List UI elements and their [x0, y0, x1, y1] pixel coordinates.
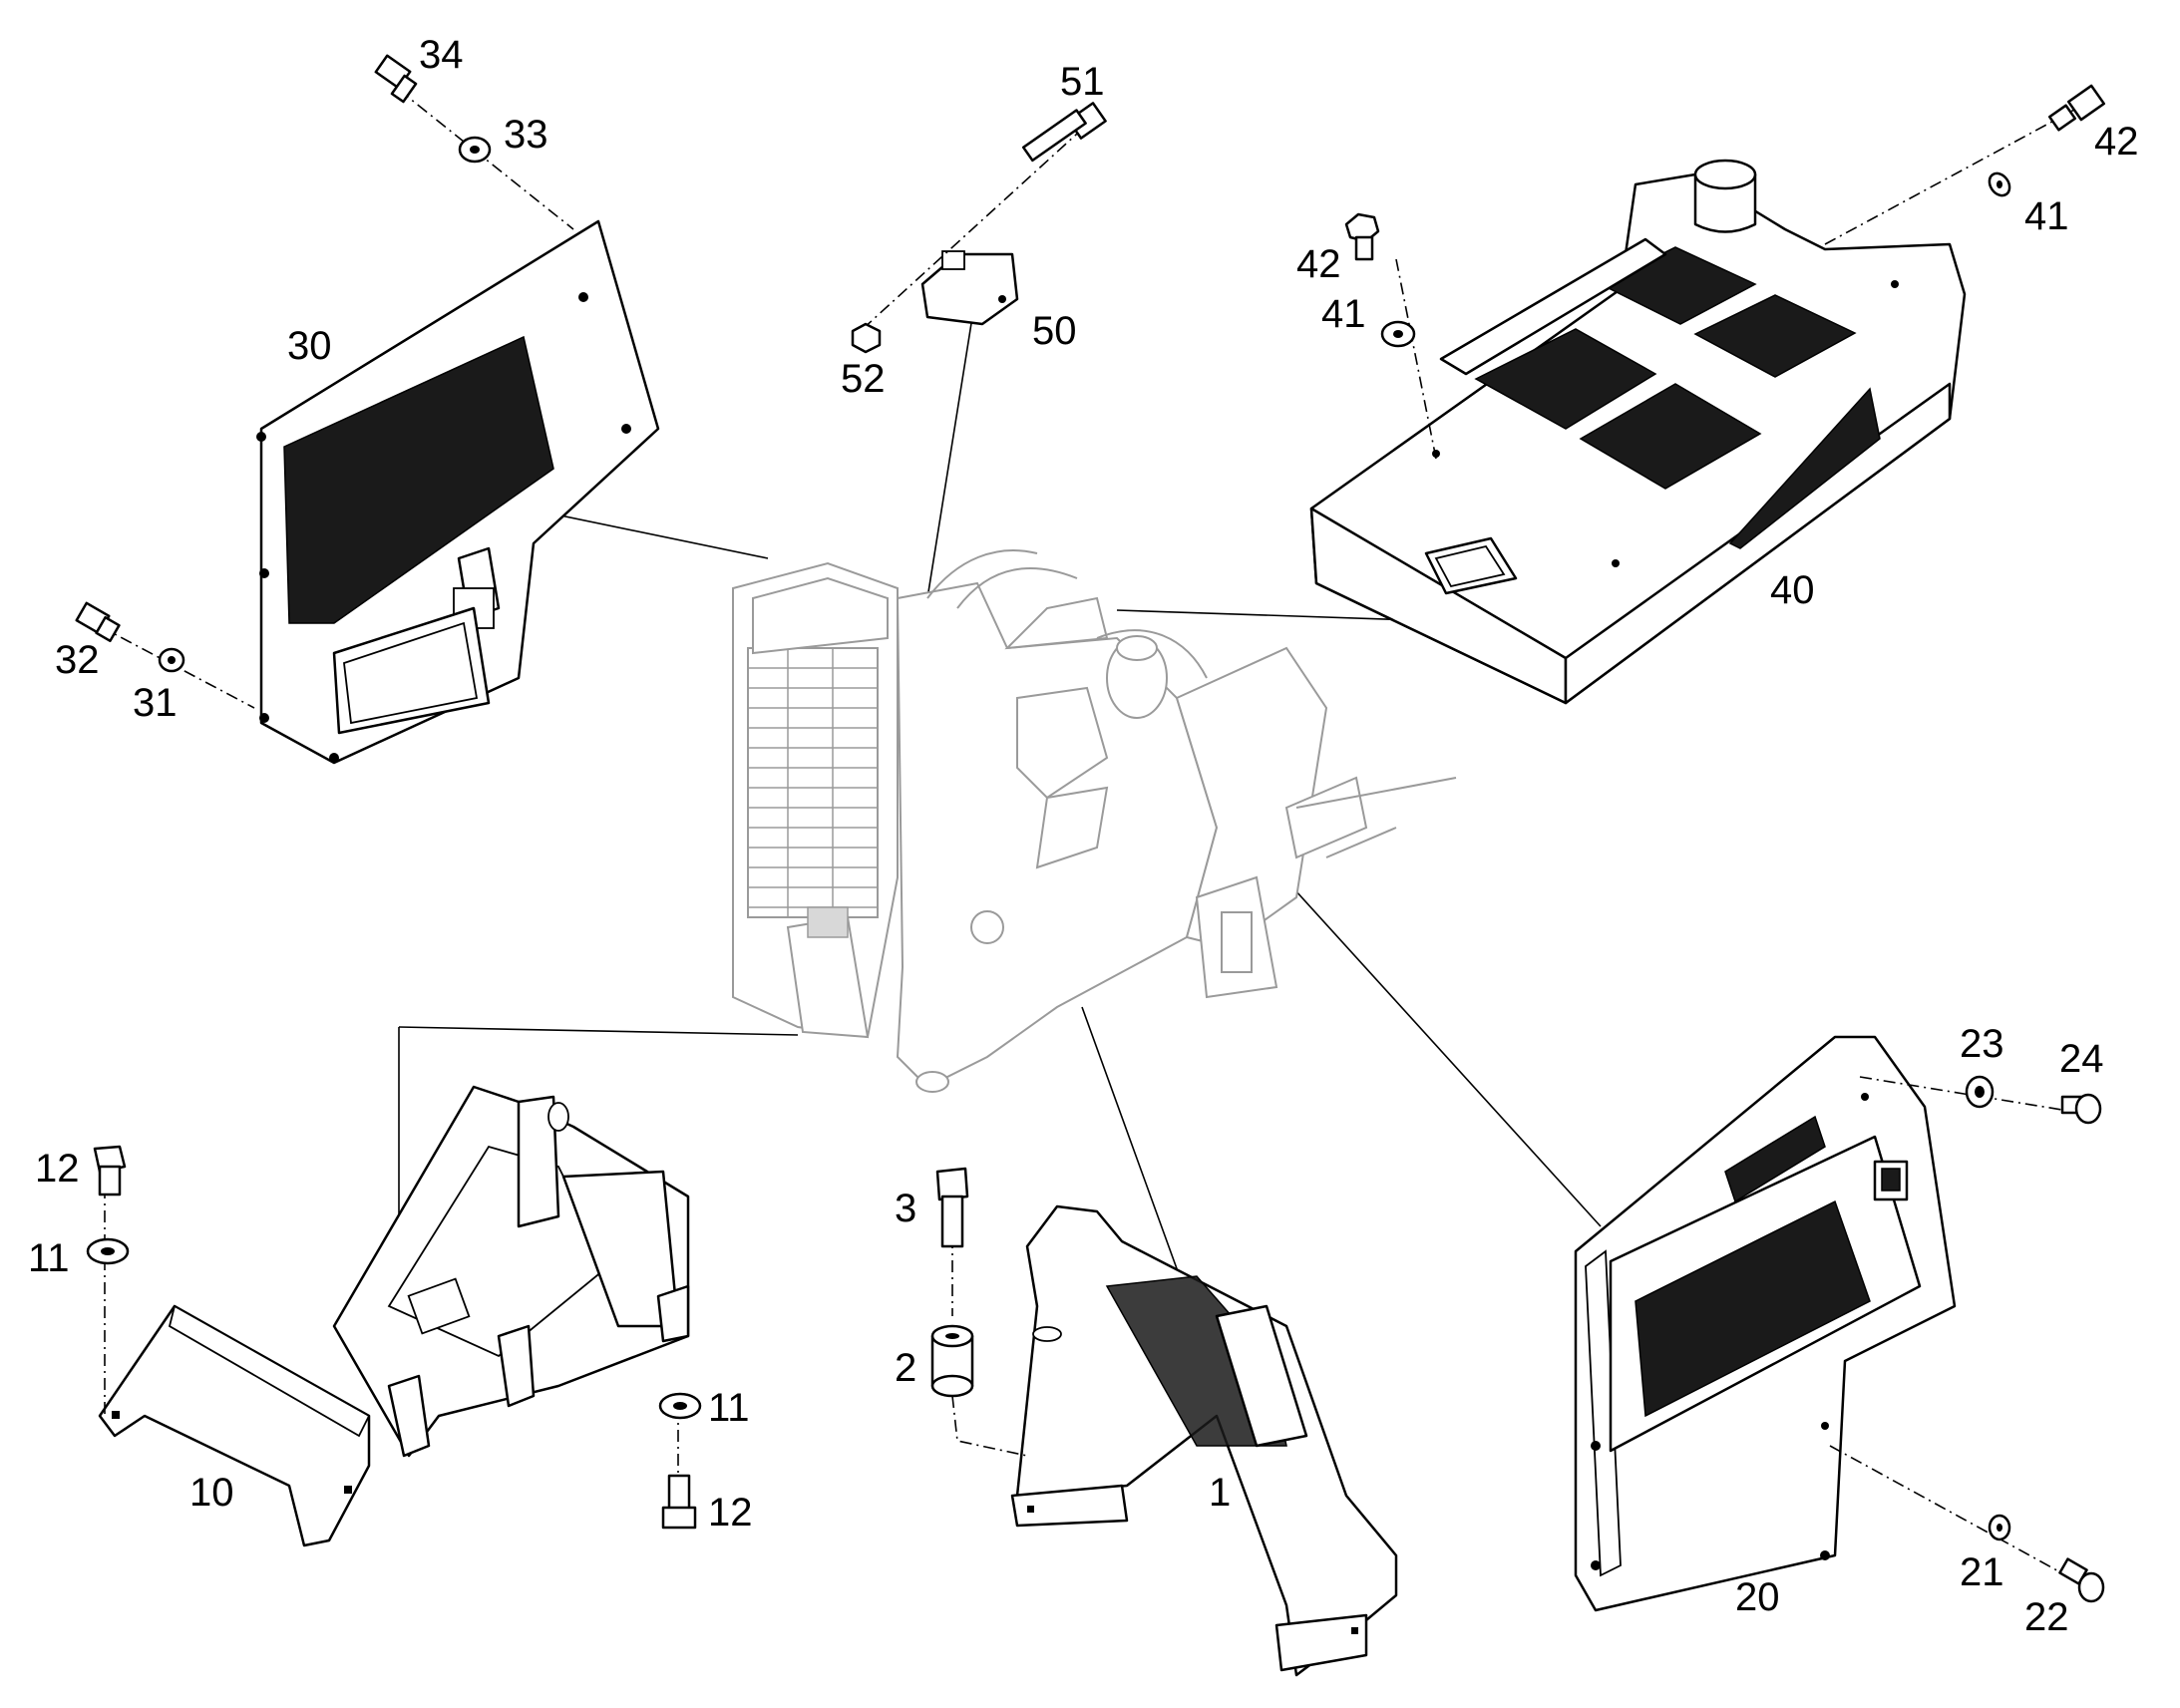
- callout-3: 3: [895, 1187, 916, 1230]
- callout-11-left: 11: [28, 1236, 70, 1280]
- nut-52-icon: [851, 322, 882, 354]
- callout-11-right: 11: [708, 1386, 750, 1430]
- washer-11-right-icon: [658, 1392, 702, 1420]
- callout-42-right: 42: [2094, 120, 2139, 164]
- washer-11-left-icon: [86, 1237, 130, 1265]
- bolt-34-icon: [374, 54, 418, 104]
- machine-frame-assembly: [732, 549, 1457, 1093]
- hardware: [75, 54, 2106, 1603]
- callout-12-top: 12: [35, 1147, 80, 1191]
- callout-33: 33: [504, 113, 548, 157]
- washer-21-icon: [1988, 1514, 2011, 1541]
- callout-23: 23: [1960, 1022, 2004, 1066]
- part-1-support-mount: [1010, 1204, 1398, 1677]
- callout-32: 32: [55, 638, 100, 682]
- callout-21: 21: [1960, 1550, 2004, 1594]
- bolt-3-icon: [935, 1167, 969, 1248]
- bolt-12-top-icon: [93, 1145, 127, 1196]
- callout-20: 20: [1735, 1575, 1780, 1619]
- part-30-left-side-panel: [256, 219, 660, 765]
- callout-42-left: 42: [1296, 242, 1341, 286]
- washer-23-icon: [1965, 1075, 1995, 1109]
- bolt-42-left-icon: [1344, 212, 1380, 261]
- part-40-top-hood-cover: [1309, 159, 1967, 705]
- callout-52: 52: [841, 357, 886, 401]
- callout-34: 34: [419, 33, 464, 77]
- callout-12-bottom: 12: [708, 1491, 753, 1535]
- washer-31-icon: [158, 647, 185, 673]
- bolt-22-icon: [2058, 1557, 2105, 1603]
- part-10-base-frame: [98, 1085, 690, 1547]
- callout-1: 1: [1209, 1471, 1231, 1515]
- bolt-24-icon: [2060, 1093, 2102, 1125]
- callout-41-right: 41: [2024, 194, 2069, 238]
- callout-24: 24: [2059, 1037, 2104, 1081]
- callout-41-left: 41: [1321, 292, 1366, 336]
- callout-51: 51: [1060, 60, 1105, 104]
- spacer-2-icon: [930, 1324, 974, 1398]
- callout-40: 40: [1770, 568, 1815, 612]
- callout-30: 30: [287, 324, 332, 368]
- part-20-right-side-panel: [1574, 1035, 1957, 1612]
- callout-50: 50: [1032, 309, 1077, 353]
- bolt-12-bottom-icon: [661, 1474, 697, 1530]
- callout-labels: 1 2 3 10 11 11 12 12 20 21 22 23 24 30 3…: [28, 33, 2139, 1639]
- washer-41-right-icon: [1988, 171, 2011, 197]
- washer-41-left-icon: [1380, 320, 1416, 348]
- bolt-51-icon: [1021, 102, 1107, 163]
- part-50-cover-plate: [920, 250, 1019, 326]
- callout-22: 22: [2024, 1595, 2069, 1639]
- washer-33-icon: [458, 136, 492, 164]
- bolt-42-right-icon: [2047, 84, 2106, 132]
- callout-31: 31: [133, 681, 178, 725]
- callout-2: 2: [895, 1346, 916, 1390]
- callout-10: 10: [189, 1471, 234, 1515]
- bolt-32-icon: [75, 601, 121, 643]
